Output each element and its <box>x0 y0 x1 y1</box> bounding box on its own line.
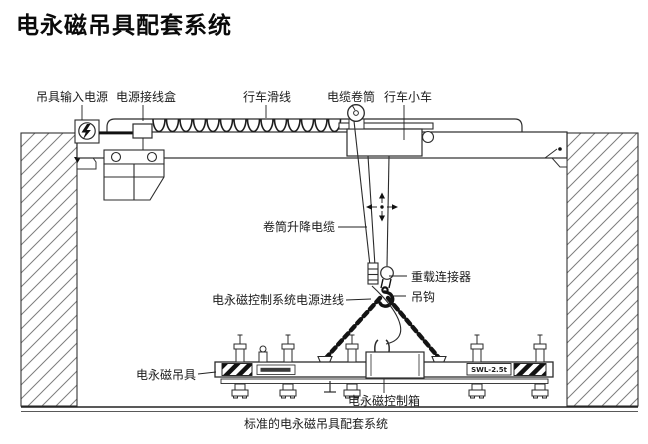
right-wall <box>550 132 639 407</box>
power-input <box>74 119 133 144</box>
label-epm-control-power-inlet: 电永磁控制系统电源进线 <box>212 292 344 307</box>
crane-cabinet <box>103 149 165 201</box>
trolley-wheel <box>421 130 435 144</box>
anchor-bolt <box>558 147 562 151</box>
label-reel-lifting-cable: 卷筒升降电缆 <box>263 219 335 234</box>
suspension-posts <box>233 334 547 363</box>
swl-plate-text: SWL-2.5t <box>471 366 508 374</box>
label-epm-control-box: 电永磁控制箱 <box>348 393 420 408</box>
brand-plate <box>256 364 296 375</box>
label-heavy-duty-connector: 重载连接器 <box>411 269 471 284</box>
label-epm-lifter: 电永磁吊具 <box>136 367 196 382</box>
lightning-icon <box>81 124 91 140</box>
label-hoist-input-power: 吊具输入电源 <box>36 89 108 104</box>
page-title: 电永磁吊具配套系统 <box>16 13 232 39</box>
figure-caption: 标准的电永磁吊具配套系统 <box>244 416 388 431</box>
floor-line <box>21 406 638 412</box>
labels: 吊具输入电源 电源接线盒 行车滑线 电缆卷筒 行车小车 卷筒升降电缆 重载连接器… <box>36 89 471 431</box>
label-hook: 吊钩 <box>411 290 435 304</box>
label-crane-slide-wire: 行车滑线 <box>243 89 291 104</box>
magnet-units <box>231 383 549 399</box>
festoon-cable <box>152 118 342 133</box>
cable-gland <box>385 339 390 353</box>
label-power-junction-box: 电源接线盒 <box>116 89 176 104</box>
power-inlet-cable <box>371 285 402 345</box>
label-cable-reel: 电缆卷筒 <box>327 89 375 104</box>
control-box <box>365 339 425 379</box>
ground-symbol <box>324 381 336 393</box>
leader-lines <box>81 104 407 393</box>
hoist-ropes <box>353 120 390 285</box>
movement-crosshair <box>366 192 398 222</box>
hazard-stripes-right <box>513 363 547 376</box>
cable-gland <box>374 339 379 353</box>
small-knob <box>258 345 268 363</box>
magnet-beam: SWL-2.5t <box>214 334 554 399</box>
label-crane-trolley: 行车小车 <box>384 89 432 104</box>
hazard-stripes-left <box>221 363 253 376</box>
heavy-connector <box>367 262 394 285</box>
reel-lifting-cable-line <box>353 120 373 285</box>
left-wall <box>20 132 97 407</box>
cable-reel <box>347 104 365 130</box>
swl-plate: SWL-2.5t <box>466 363 512 376</box>
trolley <box>338 122 435 157</box>
